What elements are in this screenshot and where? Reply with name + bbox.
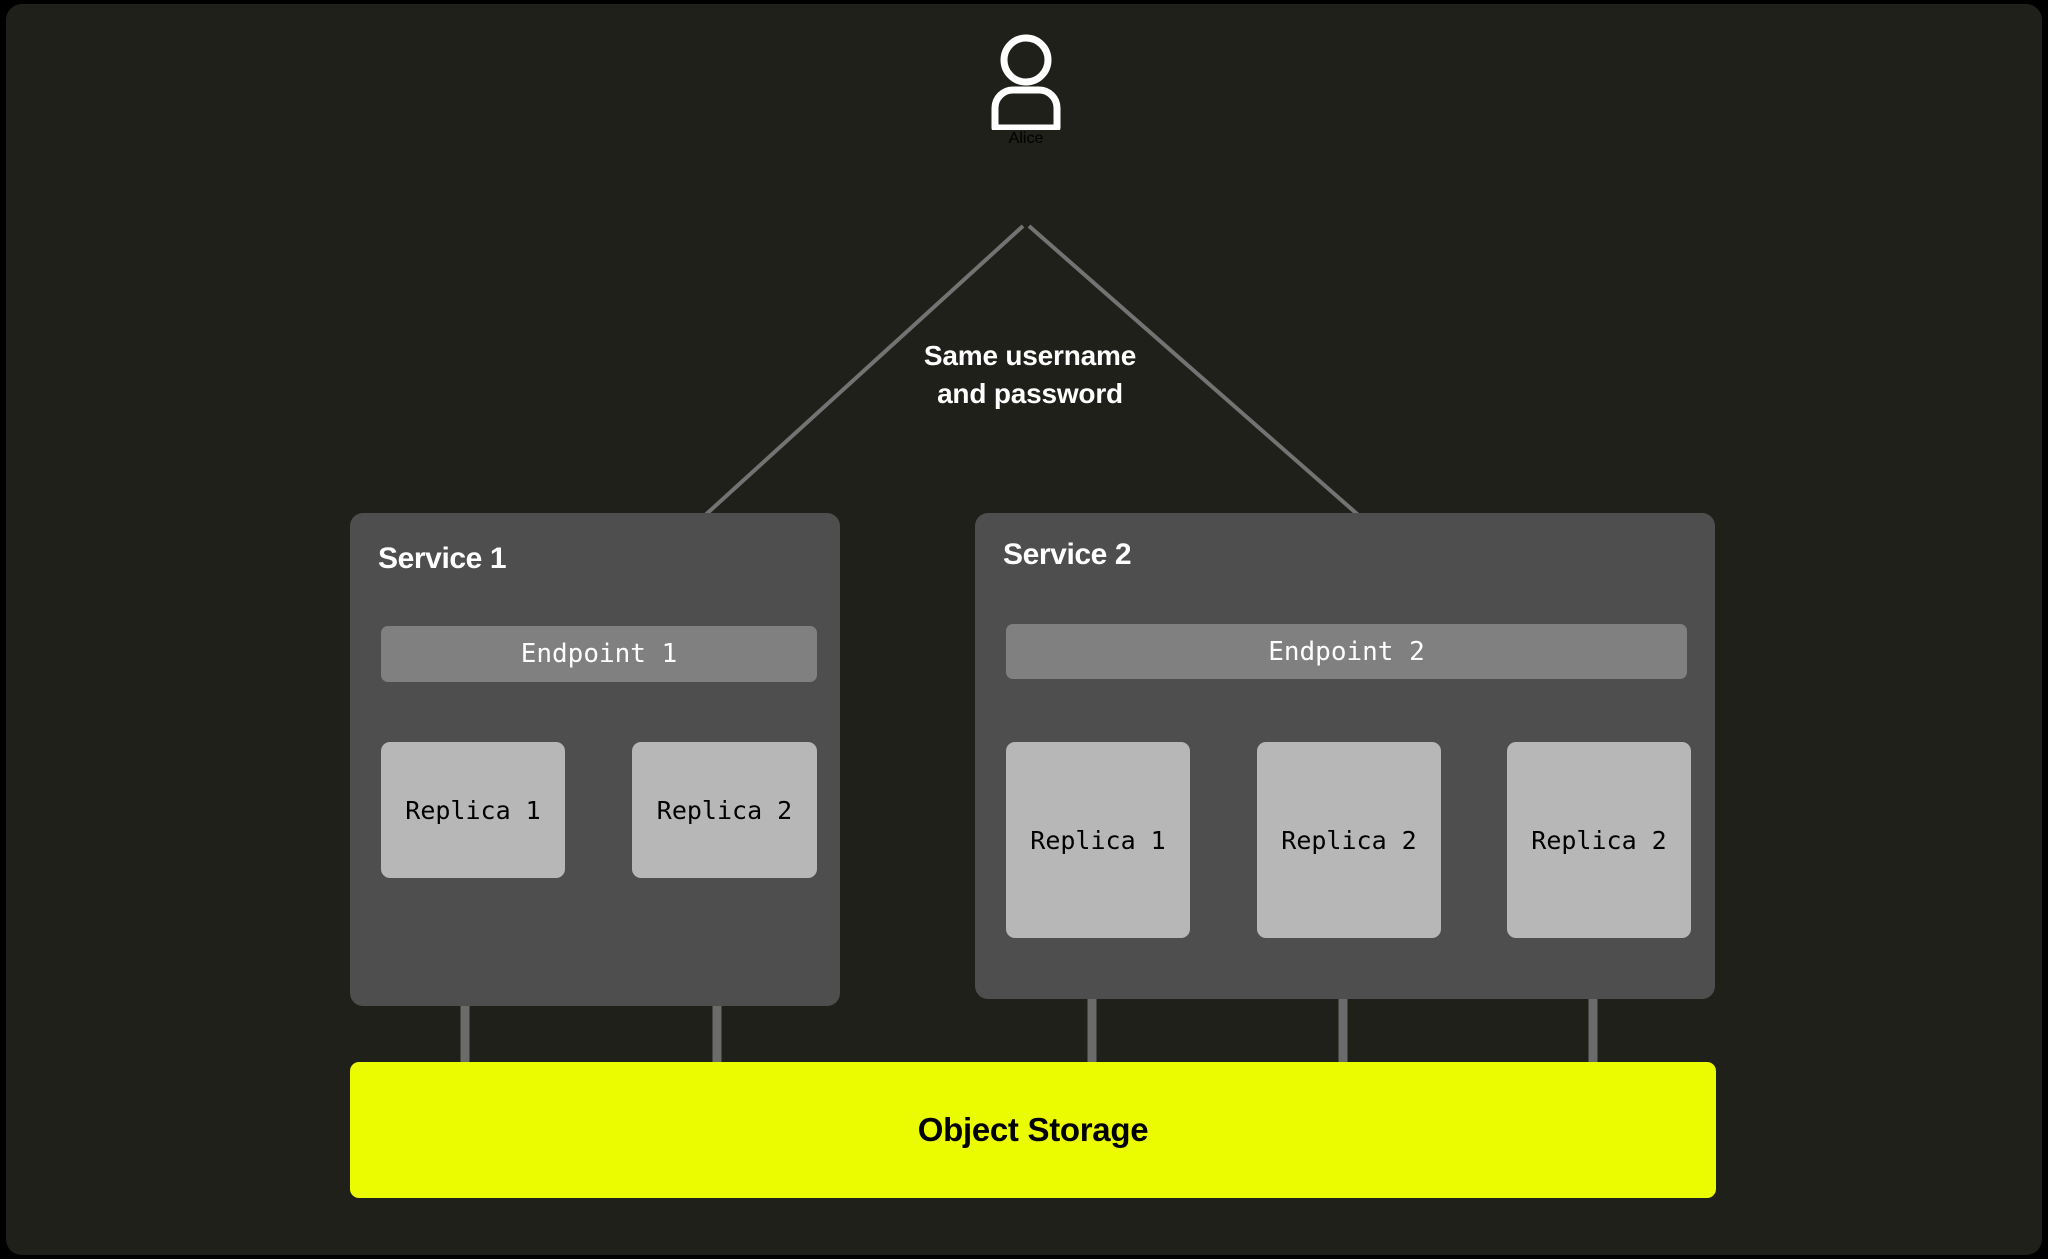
service-1-replica-2[interactable]: Replica 2 — [632, 742, 817, 878]
flow-caption: Same username and password — [800, 337, 1260, 413]
service-1-replica-1[interactable]: Replica 1 — [381, 742, 565, 878]
service-1-replica-1-label: Replica 1 — [405, 795, 541, 825]
service-2-replica-1[interactable]: Replica 1 — [1006, 742, 1190, 938]
actor-label: Alice — [1008, 130, 1044, 147]
service-1-replica-2-label: Replica 2 — [656, 795, 793, 825]
diagram-canvas: Alice Same username and password Service… — [6, 4, 2042, 1255]
endpoint-1[interactable]: Endpoint 1 — [381, 626, 817, 682]
object-storage-label: Object Storage — [917, 1111, 1149, 1148]
service-2-replica-3[interactable]: Replica 2 — [1507, 742, 1691, 938]
actor-alice: Alice — [936, 32, 1116, 148]
service-2-replica-2-label: Replica 2 — [1281, 825, 1417, 855]
person-icon — [991, 34, 1061, 130]
service-1-title: Service 1 — [378, 542, 507, 575]
service-2-replica-3-label: Replica 2 — [1531, 825, 1667, 855]
service-2-title: Service 2 — [1003, 538, 1132, 571]
endpoint-2[interactable]: Endpoint 2 — [1006, 624, 1687, 679]
flow-caption-line-1: Same username — [923, 340, 1137, 371]
object-storage-bar[interactable]: Object Storage — [350, 1062, 1716, 1198]
endpoint-2-label: Endpoint 2 — [1268, 636, 1425, 667]
flow-caption-line-2: and password — [937, 377, 1123, 409]
service-2-replica-2[interactable]: Replica 2 — [1257, 742, 1441, 938]
endpoint-1-label: Endpoint 1 — [520, 639, 678, 669]
service-2-replica-1-label: Replica 1 — [1030, 825, 1166, 855]
